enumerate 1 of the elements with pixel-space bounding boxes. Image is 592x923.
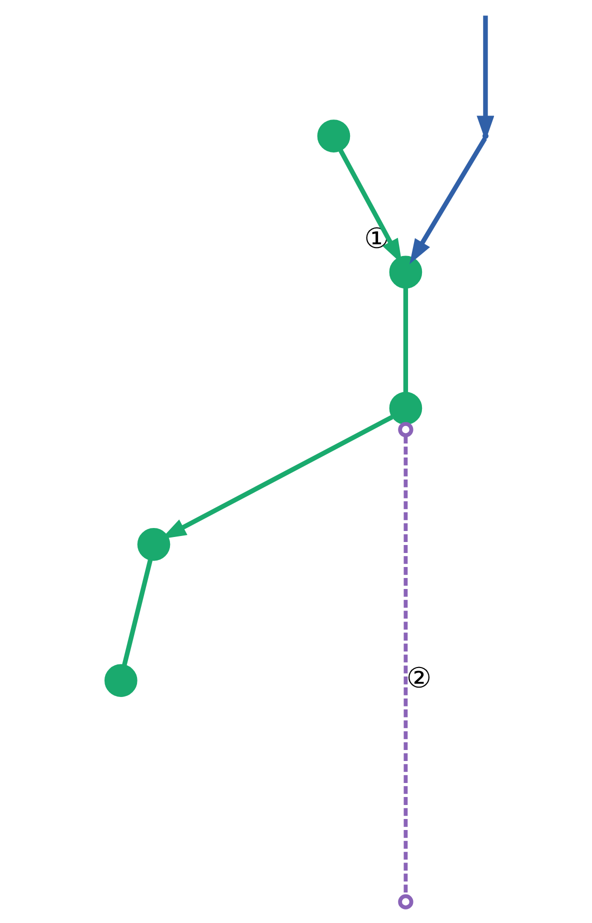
edge-label: ② <box>406 661 432 694</box>
